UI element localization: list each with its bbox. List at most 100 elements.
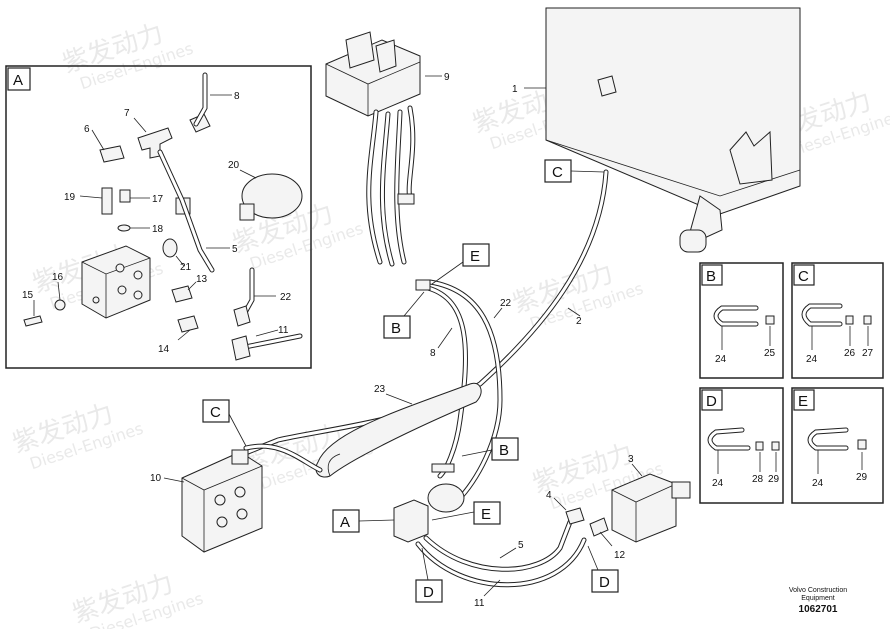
drawing-footer: Volvo Construction Equipment 1062701 (789, 587, 847, 615)
callout-letter: E (470, 248, 480, 265)
callout-letter: C (552, 164, 563, 181)
fitting-12 (589, 517, 609, 537)
part-number: 11 (474, 598, 485, 609)
detail-view-b-letter: B (706, 268, 716, 285)
footer-company-line1: Volvo Construction (789, 587, 847, 594)
part-number: 5 (232, 244, 238, 255)
part-number: 24 (806, 354, 818, 365)
fitting-19 (101, 187, 113, 215)
accumulator (427, 483, 465, 513)
part-number: 28 (752, 474, 764, 485)
callout-box (591, 569, 619, 593)
part-number: 5 (518, 540, 524, 551)
accumulator-20 (241, 173, 303, 219)
part-number: 24 (812, 478, 824, 489)
part-number: 12 (614, 550, 626, 561)
callout-box (473, 501, 501, 525)
detail-view-e: E 24 29 (791, 387, 884, 504)
part-number: 1 (512, 84, 518, 95)
washer-16 (54, 299, 66, 311)
protective-sleeve (315, 382, 482, 478)
part-number: 29 (768, 474, 780, 485)
fitting-4 (565, 507, 585, 525)
cap-28 (755, 441, 764, 451)
tank-bracket (729, 130, 773, 185)
part-number: 22 (500, 298, 512, 309)
part-number: 21 (180, 262, 192, 273)
callout-letter: B (499, 442, 509, 459)
detail-view-a-frame (5, 65, 312, 369)
washer-21 (162, 238, 178, 258)
callout-box (202, 399, 230, 423)
part-number: 14 (158, 344, 170, 355)
fitting-6 (99, 145, 125, 163)
detail-view-c-letter: C (798, 268, 809, 285)
plug-17 (119, 189, 131, 203)
hydraulic-tank (545, 7, 801, 215)
main-assembly-view: C E B C B A E D D (150, 7, 801, 609)
detail-view-d-letter: D (706, 393, 717, 410)
part-number: 24 (715, 354, 727, 365)
part-number: 25 (764, 348, 776, 359)
detail-view-a-label-box (7, 67, 31, 91)
callout-box (383, 315, 411, 339)
part-number: 23 (374, 384, 386, 395)
callout-letter: B (391, 320, 401, 337)
part-number: 9 (444, 72, 450, 83)
callout-letter: A (340, 514, 350, 531)
detail-view-b: B 24 25 (699, 262, 784, 379)
o-ring-18 (117, 224, 131, 232)
part-number: 6 (84, 124, 90, 135)
part-number: 15 (22, 290, 34, 301)
part-number: 3 (628, 454, 634, 465)
detail-view-c: C 24 26 27 (791, 262, 884, 379)
part-number: 29 (856, 472, 868, 483)
detail-view-a-letter: A (13, 72, 23, 89)
part-number: 17 (152, 194, 164, 205)
part-number: 10 (150, 473, 162, 484)
cap-25 (765, 315, 775, 325)
part-number: 8 (430, 348, 436, 359)
callout-box (491, 437, 519, 461)
tank-outlet-fitting (679, 229, 707, 253)
part-number: 16 (52, 272, 64, 283)
detail-view-b-frame (699, 262, 784, 379)
part-number: 18 (152, 224, 164, 235)
callout-box (415, 579, 443, 603)
callout-letter: E (481, 506, 491, 523)
fitting-14 (177, 315, 199, 333)
callout-letter: C (210, 404, 221, 421)
part-number: 8 (234, 91, 240, 102)
part-number: 4 (546, 490, 552, 501)
part-number: 26 (844, 348, 856, 359)
callout-letter: D (599, 574, 610, 591)
detail-view-c-frame (791, 262, 884, 379)
part-number: 27 (862, 348, 874, 359)
accumulator-valve-block (393, 499, 429, 543)
part-number: 13 (196, 274, 208, 285)
hose-loop (713, 305, 759, 327)
detail-view-e-frame (791, 387, 884, 504)
cap-29 (857, 439, 867, 450)
bolt-15 (23, 315, 43, 327)
detail-view-d: D 24 28 29 (699, 387, 784, 504)
cap-29 (771, 441, 780, 451)
detail-view-d-frame (699, 387, 784, 504)
detail-view-e-letter: E (798, 393, 808, 410)
footer-company-line2: Equipment (801, 595, 835, 602)
cap-27 (863, 315, 872, 325)
tee-fitting-7 (137, 127, 173, 159)
drawing-number: 1062701 (799, 604, 838, 615)
part-number: 24 (712, 478, 724, 489)
part-number: 22 (280, 292, 292, 303)
fitting-13 (171, 285, 193, 303)
detail-view-a: A (5, 65, 312, 369)
part-number: 7 (124, 108, 130, 119)
hose-loop (801, 303, 843, 327)
part-number: 2 (576, 316, 582, 327)
cap-26 (845, 315, 854, 325)
callout-letter: D (423, 584, 434, 601)
part-number: 11 (278, 325, 289, 336)
part-number: 20 (228, 160, 240, 171)
